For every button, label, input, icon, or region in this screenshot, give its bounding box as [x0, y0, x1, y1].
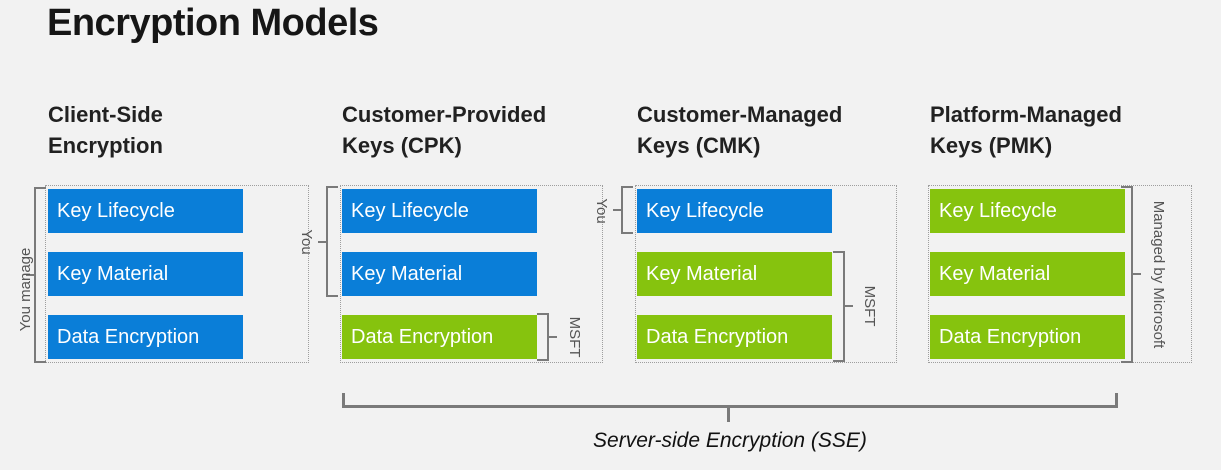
- bracket-tick: [845, 305, 853, 307]
- bar-key-material: Key Material: [637, 252, 832, 296]
- bracket-tick: [613, 209, 621, 211]
- bracket-tick: [1133, 273, 1141, 275]
- label-you-cpk: You: [298, 229, 315, 255]
- column-header-pmk: Platform-Managed Keys (PMK): [930, 99, 1200, 161]
- label-managed-by-microsoft: Managed by Microsoft: [1150, 200, 1167, 349]
- bracket-msft-cmk: [833, 251, 845, 362]
- bar-key-lifecycle: Key Lifecycle: [342, 189, 537, 233]
- bracket-you-cmk: [621, 186, 633, 234]
- label-you-cmk: You: [593, 198, 610, 224]
- header-line-2: Encryption: [48, 133, 163, 158]
- bracket-you-manage: [34, 187, 46, 363]
- column-header-client-side: Client-Side Encryption: [48, 99, 318, 161]
- bracket-managed-by-microsoft: [1121, 186, 1133, 363]
- bar-data-encryption: Data Encryption: [48, 315, 243, 359]
- bracket-tick: [318, 241, 326, 243]
- header-line-1: Customer-Provided: [342, 102, 547, 127]
- bar-data-encryption: Data Encryption: [930, 315, 1125, 359]
- header-line-2: Keys (CMK): [637, 133, 761, 158]
- bar-key-lifecycle: Key Lifecycle: [930, 189, 1125, 233]
- bar-key-lifecycle: Key Lifecycle: [48, 189, 243, 233]
- dotted-box-cpk: [340, 185, 603, 363]
- sse-bracket-tick: [727, 406, 730, 422]
- bar-data-encryption: Data Encryption: [637, 315, 832, 359]
- bracket-you-cpk: [326, 186, 338, 297]
- header-line-2: Keys (PMK): [930, 133, 1053, 158]
- column-header-cpk: Customer-Provided Keys (CPK): [342, 99, 612, 161]
- header-line-1: Platform-Managed: [930, 102, 1122, 127]
- dotted-box-client-side: [45, 185, 309, 363]
- bar-key-material: Key Material: [48, 252, 243, 296]
- sse-bracket: [342, 393, 1118, 408]
- bar-data-encryption: Data Encryption: [342, 315, 537, 359]
- label-msft-cmk: MSFT: [861, 285, 878, 327]
- label-you-manage: You manage: [17, 247, 34, 332]
- header-line-1: Client-Side: [48, 102, 163, 127]
- diagram-title: Encryption Models: [47, 2, 379, 44]
- dotted-box-pmk: [928, 185, 1192, 363]
- bracket-tick: [549, 336, 557, 338]
- bar-key-material: Key Material: [342, 252, 537, 296]
- header-line-1: Customer-Managed: [637, 102, 843, 127]
- bracket-msft-cpk: [537, 313, 549, 361]
- label-msft-cpk: MSFT: [566, 316, 583, 358]
- bar-key-material: Key Material: [930, 252, 1125, 296]
- bracket-tick: [26, 274, 34, 276]
- sse-label: Server-side Encryption (SSE): [593, 429, 867, 452]
- dotted-box-cmk: [635, 185, 897, 363]
- bar-key-lifecycle: Key Lifecycle: [637, 189, 832, 233]
- header-line-2: Keys (CPK): [342, 133, 462, 158]
- column-header-cmk: Customer-Managed Keys (CMK): [637, 99, 907, 161]
